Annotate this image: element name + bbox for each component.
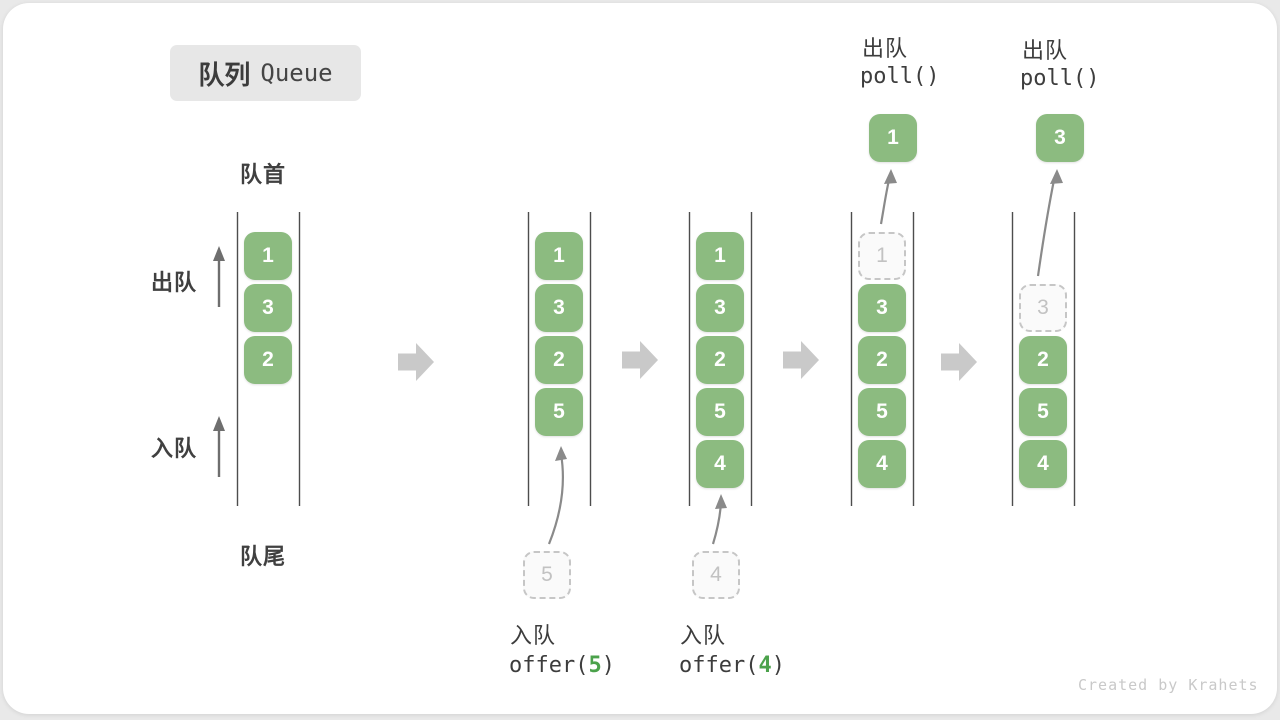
enqueue4-close: )	[771, 653, 785, 678]
enqueue-direction-arrowhead-icon	[213, 416, 225, 431]
poll2-code: poll()	[1020, 66, 1100, 91]
queue-item: 2	[1019, 336, 1067, 384]
title-en: Queue	[260, 59, 333, 87]
operation-arrows	[547, 169, 1063, 545]
queue-item: 4	[696, 440, 744, 488]
queue-item: 3	[858, 284, 906, 332]
queue-item: 5	[696, 388, 744, 436]
queue-item: 5	[858, 388, 906, 436]
pending-item: 4	[692, 551, 740, 599]
poll1-label: 出队	[862, 36, 909, 61]
enqueue5-arrow	[547, 453, 564, 545]
enqueue5-arg: 5	[588, 653, 602, 678]
poll1-code: poll()	[860, 64, 940, 89]
block-arrow-3-icon	[783, 341, 819, 379]
label-enqueue: 入队	[151, 436, 198, 461]
watermark: Created by Krahets	[1078, 676, 1259, 694]
enqueue4-arg: 4	[758, 653, 772, 678]
enqueue4-arrowhead-icon	[715, 494, 727, 509]
poll2-label: 出队	[1022, 38, 1069, 63]
direction-arrows	[213, 246, 225, 477]
poll2-arrow	[1036, 179, 1056, 277]
queue-item: 3	[696, 284, 744, 332]
enqueue4-label: 入队	[680, 623, 727, 648]
state-transition-arrows	[398, 341, 977, 381]
enqueue4-fn: offer(	[679, 653, 759, 678]
pending-item: 5	[523, 551, 571, 599]
queue-channel-lines	[236, 212, 1076, 506]
poll1-arrow	[879, 179, 891, 225]
poll2-arrowhead-icon	[1050, 169, 1063, 184]
dequeued-item: 3	[1036, 114, 1084, 162]
queue-item: 2	[858, 336, 906, 384]
title-zh: 队列	[198, 59, 251, 90]
queue-item: 4	[858, 440, 906, 488]
queue-item: 5	[535, 388, 583, 436]
enqueue5-close: )	[601, 653, 615, 678]
queue-item: 2	[696, 336, 744, 384]
enqueue4-code: offer(4)	[679, 653, 785, 678]
queue-item: 2	[535, 336, 583, 384]
title-box: 队列 Queue	[170, 45, 361, 101]
queue-item: 2	[244, 336, 292, 384]
queue-item: 1	[535, 232, 583, 280]
label-dequeue: 出队	[151, 270, 198, 295]
dequeue-direction-arrowhead-icon	[213, 246, 225, 261]
enqueue5-arrowhead-icon	[555, 446, 567, 461]
enqueue4-arrow	[711, 502, 723, 545]
block-arrow-1-icon	[398, 343, 434, 381]
label-queue-rear: 队尾	[240, 544, 287, 569]
queue-item: 1	[696, 232, 744, 280]
enqueue5-label: 入队	[510, 623, 557, 648]
queue-item: 4	[1019, 440, 1067, 488]
queue-item: 3	[244, 284, 292, 332]
label-queue-front: 队首	[240, 162, 287, 187]
block-arrow-4-icon	[941, 343, 977, 381]
enqueue5-fn: offer(	[509, 653, 589, 678]
queue-item: 5	[1019, 388, 1067, 436]
dequeued-item: 1	[869, 114, 917, 162]
removed-slot: 3	[1019, 284, 1067, 332]
block-arrow-2-icon	[622, 341, 658, 379]
poll1-arrowhead-icon	[884, 169, 897, 184]
queue-item: 1	[244, 232, 292, 280]
removed-slot: 1	[858, 232, 906, 280]
enqueue5-code: offer(5)	[509, 653, 615, 678]
queue-item: 3	[535, 284, 583, 332]
